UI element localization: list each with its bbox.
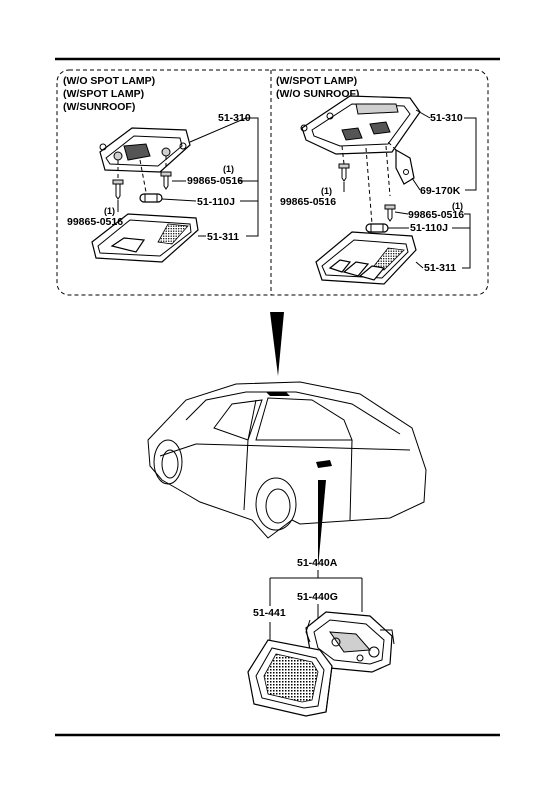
courtesy-socket-label: 51-440G: [297, 591, 338, 603]
courtesy-assembly-label: 51-440A: [297, 557, 338, 569]
left-screw-left-drawing: [112, 160, 124, 200]
roof-pointer: [270, 312, 284, 376]
courtesy-socket-drawing: [305, 611, 395, 673]
right-screw-left-qty: (1): [321, 186, 332, 196]
right-leaders: [343, 109, 477, 269]
right-bulb-label: 51-110J: [410, 222, 448, 234]
left-bulb-drawing: [139, 159, 163, 203]
left-housing-drawing: [99, 127, 191, 173]
right-housing-drawing: [300, 95, 421, 155]
left-bulb-label: 51-110J: [197, 196, 235, 208]
car-outline-drawing: [147, 312, 427, 568]
right-condition-1: (W/SPOT LAMP): [276, 75, 357, 87]
right-screw-left-label: 99865-0516: [280, 196, 336, 208]
right-bracket-label: 69-170K: [420, 185, 461, 197]
courtesy-leaders: [269, 570, 363, 640]
right-lens-drawing: [315, 231, 417, 285]
right-screw-right-qty: (1): [452, 201, 463, 211]
left-leaders: [117, 117, 259, 237]
left-condition-3: (W/SUNROOF): [63, 101, 135, 113]
left-condition-2: (W/SPOT LAMP): [63, 88, 144, 100]
right-bulb-drawing: [365, 147, 389, 233]
left-screw-right-qty: (1): [223, 164, 234, 174]
left-lens-drawing: [91, 213, 199, 263]
door-pointer: [318, 480, 326, 568]
left-screw-left-qty: (1): [104, 206, 115, 216]
variant-frame: [56, 69, 489, 296]
left-condition-1: (W/O SPOT LAMP): [63, 75, 155, 87]
left-screw-right-label: 99865-0516: [187, 175, 243, 187]
right-housing-label: 51-310: [430, 112, 463, 124]
left-condition-labels: (W/O SPOT LAMP) (W/SPOT LAMP) (W/SUNROOF…: [63, 75, 155, 113]
left-screw-left-label: 99865-0516: [67, 216, 123, 228]
courtesy-lens-drawing: [247, 639, 333, 717]
right-screw-right-drawing: [384, 145, 396, 222]
right-lens-label: 51-311: [424, 262, 456, 274]
right-bracket-drawing: [387, 141, 415, 185]
right-screw-right-label: 99865-0516: [408, 209, 464, 221]
left-screw-right-drawing: [160, 156, 172, 190]
right-condition-labels: (W/SPOT LAMP) (W/O SUNROOF): [276, 75, 359, 100]
left-housing-label: 51-310: [218, 112, 251, 124]
right-screw-left-drawing: [338, 145, 350, 182]
right-condition-2: (W/O SUNROOF): [276, 88, 359, 100]
courtesy-lens-label: 51-441: [253, 607, 286, 619]
left-lens-label: 51-311: [207, 231, 239, 243]
